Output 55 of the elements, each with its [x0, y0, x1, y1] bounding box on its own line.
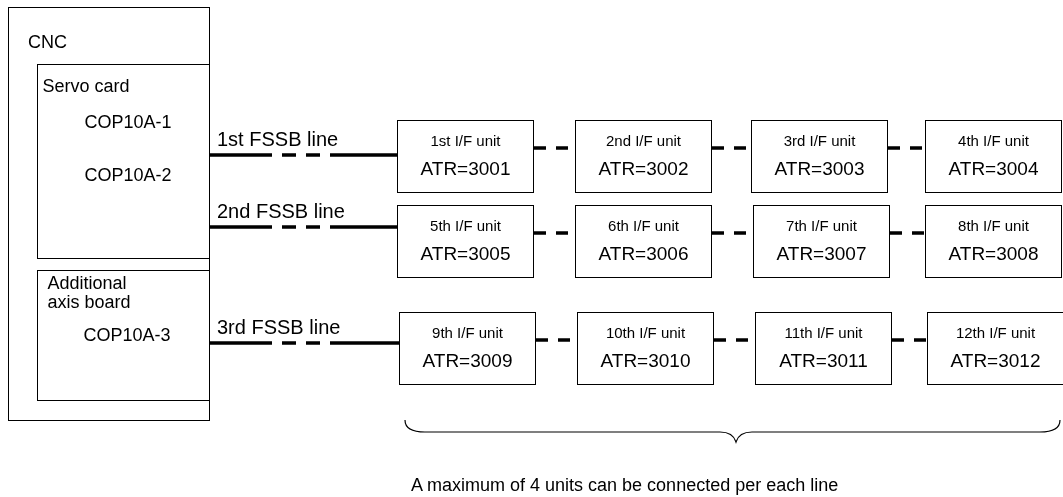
unit-box — [397, 205, 534, 278]
unit-box — [755, 312, 892, 385]
unit-name: 10th I/F unit — [604, 325, 687, 342]
unit-box — [751, 120, 888, 193]
unit-box — [575, 120, 712, 193]
unit-address: ATR=3002 — [597, 159, 690, 180]
unit-box — [925, 120, 1062, 193]
unit-box — [577, 312, 714, 385]
unit-address: ATR=3010 — [599, 351, 692, 372]
unit-name: 6th I/F unit — [607, 218, 680, 235]
unit-name: 2nd I/F unit — [604, 133, 682, 150]
connector-label: COP10A-1 — [84, 112, 172, 133]
unit-box — [575, 205, 712, 278]
unit-address: ATR=3001 — [419, 159, 512, 180]
unit-address: ATR=3007 — [775, 244, 868, 265]
cnc-box — [8, 7, 210, 421]
unit-box — [927, 312, 1063, 385]
edge-label: 2nd FSSB line — [217, 200, 345, 222]
unit-box — [753, 205, 890, 278]
edge-label: 1st FSSB line — [217, 128, 339, 150]
connection-line — [210, 153, 397, 157]
unit-name: 12th I/F unit — [954, 325, 1037, 342]
unit-name: 4th I/F unit — [957, 133, 1030, 150]
box-title: Servo card — [42, 76, 130, 97]
connection-line — [210, 225, 397, 229]
edge-label: 3rd FSSB line — [217, 316, 341, 338]
unit-name: 8th I/F unit — [957, 218, 1030, 235]
connection-line — [890, 231, 925, 235]
unit-box — [397, 120, 534, 193]
unit-address: ATR=3009 — [421, 351, 514, 372]
unit-address: ATR=3005 — [419, 244, 512, 265]
board-box — [36, 269, 210, 401]
unit-address: ATR=3006 — [597, 244, 690, 265]
connector-label: COP10A-2 — [84, 165, 172, 186]
box-title: CNC — [28, 33, 67, 53]
unit-address: ATR=3012 — [949, 351, 1042, 372]
unit-name: 11th I/F unit — [783, 325, 864, 342]
unit-address: ATR=3008 — [947, 244, 1040, 265]
unit-name: 3rd I/F unit — [782, 133, 857, 150]
unit-address: ATR=3004 — [947, 159, 1040, 180]
connector-label: COP10A-3 — [83, 325, 171, 346]
box-title: Additional axis board — [47, 273, 132, 314]
unit-name: 9th I/F unit — [431, 325, 504, 342]
unit-name: 5th I/F unit — [429, 218, 502, 235]
connection-line — [892, 338, 927, 342]
unit-name: 7th I/F unit — [785, 218, 858, 235]
connection-line — [888, 146, 925, 150]
unit-address: ATR=3003 — [773, 159, 866, 180]
unit-name: 1st I/F unit — [429, 133, 502, 150]
unit-address: ATR=3011 — [778, 351, 869, 372]
board-box — [36, 63, 210, 259]
unit-box — [925, 205, 1062, 278]
note-text: A maximum of 4 units can be connected per each line — [411, 476, 839, 496]
unit-box — [399, 312, 536, 385]
connection-line — [210, 341, 399, 345]
